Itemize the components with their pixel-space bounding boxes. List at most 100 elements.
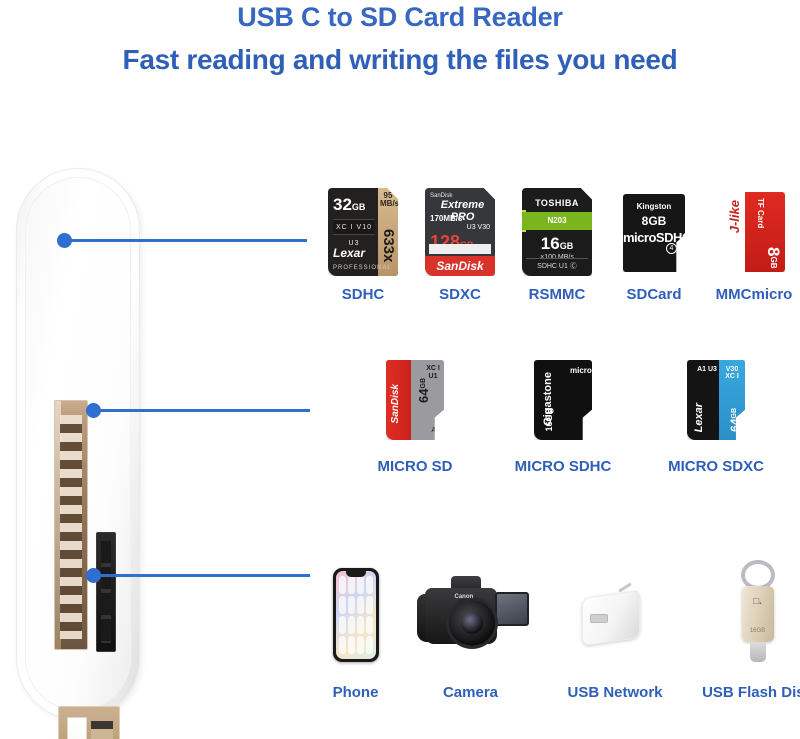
- item-label-phone: Phone: [332, 684, 379, 701]
- camera-brand: Canon: [454, 594, 474, 600]
- item-label-camera: Camera: [442, 684, 499, 701]
- item-usb-network[interactable]: USB Network: [545, 556, 685, 706]
- card-speed: 170MB/s: [430, 214, 463, 223]
- card-type: TF Card: [756, 198, 765, 229]
- card-class: 4: [666, 243, 677, 254]
- card-capacity: 8GB: [764, 246, 783, 268]
- sd-slot-rail: [55, 401, 61, 649]
- item-mmcmicro[interactable]: J-like TF Card 8GB MMCmicro: [706, 186, 800, 306]
- dslr-camera: Canon: [411, 570, 531, 656]
- page-title: USB C to SD Card Reader: [237, 2, 563, 32]
- card-line: Extreme PRO: [440, 199, 485, 223]
- card-gold-stripe: [378, 188, 398, 276]
- card-capacity: 16GB: [544, 408, 554, 432]
- item-label-sdcard: SDCard: [626, 286, 682, 303]
- item-rsmmc[interactable]: TOSHIBA N203 16GB ×100 MB/s SDHC U1 Ⓒ RS…: [512, 186, 602, 306]
- item-phone[interactable]: Phone: [308, 556, 403, 706]
- lexar-633x-microsdxc-card: A1 U3 V30 XC I Lexar 64GB: [687, 360, 745, 440]
- phone-notch: [345, 571, 366, 577]
- card-capacity: 16GB: [540, 234, 574, 253]
- card-brand: TOSHIBA: [535, 198, 579, 208]
- card-brand: J-like: [727, 200, 742, 234]
- card-brand: Lexar: [693, 402, 705, 432]
- camera-flip-screen: [494, 592, 529, 626]
- item-label-micro-sdhc: MICRO SDHC: [514, 458, 612, 475]
- card-uhs-marks: U3 V30: [466, 224, 490, 231]
- jlike-mmcmicro-card: J-like TF Card 8GB: [723, 192, 785, 272]
- card-capacity: 64GB: [416, 378, 431, 403]
- leader-line-usb: [93, 574, 310, 577]
- leader-line-sd: [64, 239, 307, 242]
- row-micro-sd-cards: SanDisk 64GB XC I U1 A1 MICRO SD Gigasto…: [330, 358, 800, 483]
- card-white-band: [429, 244, 491, 254]
- page-subtitle: Fast reading and writing the files you n…: [122, 44, 678, 75]
- phone-screen: [335, 571, 376, 659]
- item-sdxc[interactable]: SanDisk Extreme PRO 170MB/s U3 V30 128GB…: [415, 186, 505, 306]
- flash-drive-connector: [749, 642, 766, 662]
- card-brand: SanDisk: [425, 256, 495, 276]
- card-brand: Kingston: [636, 202, 672, 211]
- card-brand-top: SanDisk: [430, 193, 453, 199]
- card-brand: Lexar: [333, 246, 366, 260]
- item-label-usb-network: USB Network: [567, 684, 663, 701]
- card-v30-mark: V30 XC I: [725, 366, 739, 380]
- sd-card-slot: [54, 400, 88, 650]
- flash-drive-capacity: 16GB: [749, 628, 766, 634]
- kingston-microsd-card: Kingston 8GB microSDHC 4: [623, 194, 685, 272]
- flash-drive-logo: □.: [753, 596, 762, 607]
- row-devices: Phone Canon Camera: [300, 556, 800, 706]
- card-model: N203: [522, 212, 592, 230]
- item-camera[interactable]: Canon Camera: [403, 556, 538, 706]
- item-sdcard[interactable]: Kingston 8GB microSDHC 4 SDCard: [609, 186, 699, 306]
- card-marks: microSDHC: [570, 366, 592, 375]
- microsd-slot-contacts: [101, 541, 111, 643]
- camera-lens: [448, 600, 495, 646]
- item-label-sdxc: SDXC: [439, 286, 481, 303]
- item-label-mmcmicro: MMCmicro: [715, 286, 793, 303]
- usb-network-adapter: [578, 578, 652, 648]
- microsd-card-slot: [96, 532, 116, 652]
- card-red-panel: [745, 192, 785, 272]
- sandisk-ultra-microsd-card: SanDisk 64GB XC I U1 A1: [386, 360, 444, 440]
- usb-a-pins: [91, 721, 113, 739]
- card-brand: SanDisk: [390, 384, 401, 424]
- card-extra-mark: A1: [431, 427, 440, 434]
- item-micro-sdxc[interactable]: A1 U3 V30 XC I Lexar 64GB MICRO SDXC: [646, 358, 786, 483]
- usb-a-port: [58, 706, 120, 739]
- card-type: microSDHC: [623, 230, 691, 245]
- usb-flash-drive: □. 16GB: [729, 560, 787, 664]
- sd-slot-contacts: [60, 415, 82, 639]
- card-capacity: 8GB: [641, 214, 667, 228]
- item-label-sdhc: SDHC: [341, 286, 385, 303]
- gigastone-microsdhc-card: Gigastone 16GB microSDHC: [534, 360, 592, 440]
- card-reader-device: [16, 168, 140, 739]
- item-label-micro-sdxc: MICRO SDXC: [668, 458, 764, 475]
- card-capacity: 64GB: [728, 408, 742, 432]
- item-micro-sdhc[interactable]: Gigastone 16GB microSDHC MICRO SDHC: [493, 358, 633, 483]
- leader-line-microsd: [93, 409, 310, 412]
- card-marks: XC I U1: [426, 365, 440, 380]
- card-speed-multiplier: 633x: [380, 229, 397, 263]
- card-capacity: 32GB: [333, 195, 366, 214]
- card-speed: ×100 MB/s: [540, 254, 574, 261]
- usb-a-tongue: [67, 717, 87, 739]
- charger-usb-port: [590, 614, 608, 623]
- card-sub-brand: PROFESSIONAL: [333, 265, 392, 271]
- toshiba-rsmmc-card: TOSHIBA N203 16GB ×100 MB/s SDHC U1 Ⓒ: [522, 188, 592, 276]
- item-label-rsmmc: RSMMC: [528, 286, 586, 303]
- card-red-band: [386, 360, 411, 440]
- item-usb-flash-disk[interactable]: □. 16GB USB Flash Disk: [685, 556, 800, 706]
- sandisk-extreme-pro-card: SanDisk Extreme PRO 170MB/s U3 V30 128GB…: [425, 188, 495, 276]
- item-micro-sd[interactable]: SanDisk 64GB XC I U1 A1 MICRO SD: [350, 358, 480, 483]
- item-label-micro-sd: MICRO SD: [377, 458, 453, 475]
- flash-drive-body: □. 16GB: [741, 586, 774, 642]
- card-marks: XC I V10 U3: [333, 219, 375, 247]
- card-marks: SDHC U1 Ⓒ: [526, 258, 588, 271]
- item-label-usb-flash-disk: USB Flash Disk: [702, 684, 800, 701]
- smartphone: [332, 568, 379, 662]
